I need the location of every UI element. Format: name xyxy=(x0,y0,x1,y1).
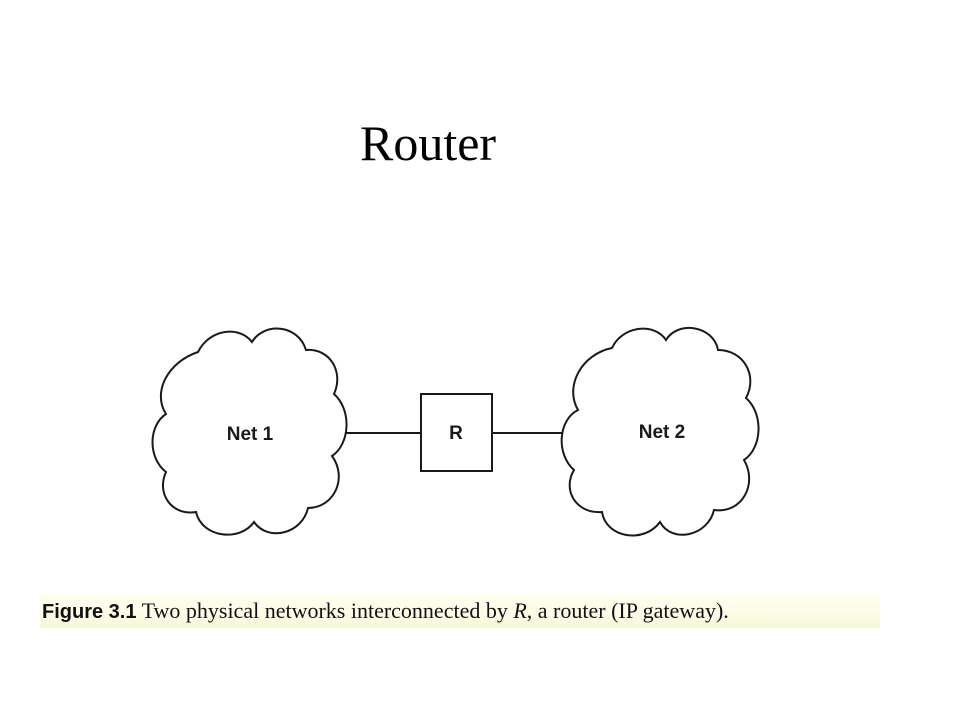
caption-text-before: Two physical networks interconnected by xyxy=(136,598,514,623)
router-label: R xyxy=(449,423,463,444)
slide-title: Router xyxy=(360,115,497,171)
caption-text-after: , a router (IP gateway). xyxy=(526,598,729,623)
net1-label: Net 1 xyxy=(227,424,274,445)
net2-cloud: Net 2 xyxy=(560,326,760,537)
router-box: R xyxy=(420,393,493,472)
net1-cloud: Net 1 xyxy=(151,327,348,536)
figure-number: Figure 3.1 xyxy=(42,601,137,623)
net2-label: Net 2 xyxy=(639,422,685,443)
figure-caption: Figure 3.1 Two physical networks interco… xyxy=(40,594,880,628)
caption-router-variable: R xyxy=(513,598,527,623)
